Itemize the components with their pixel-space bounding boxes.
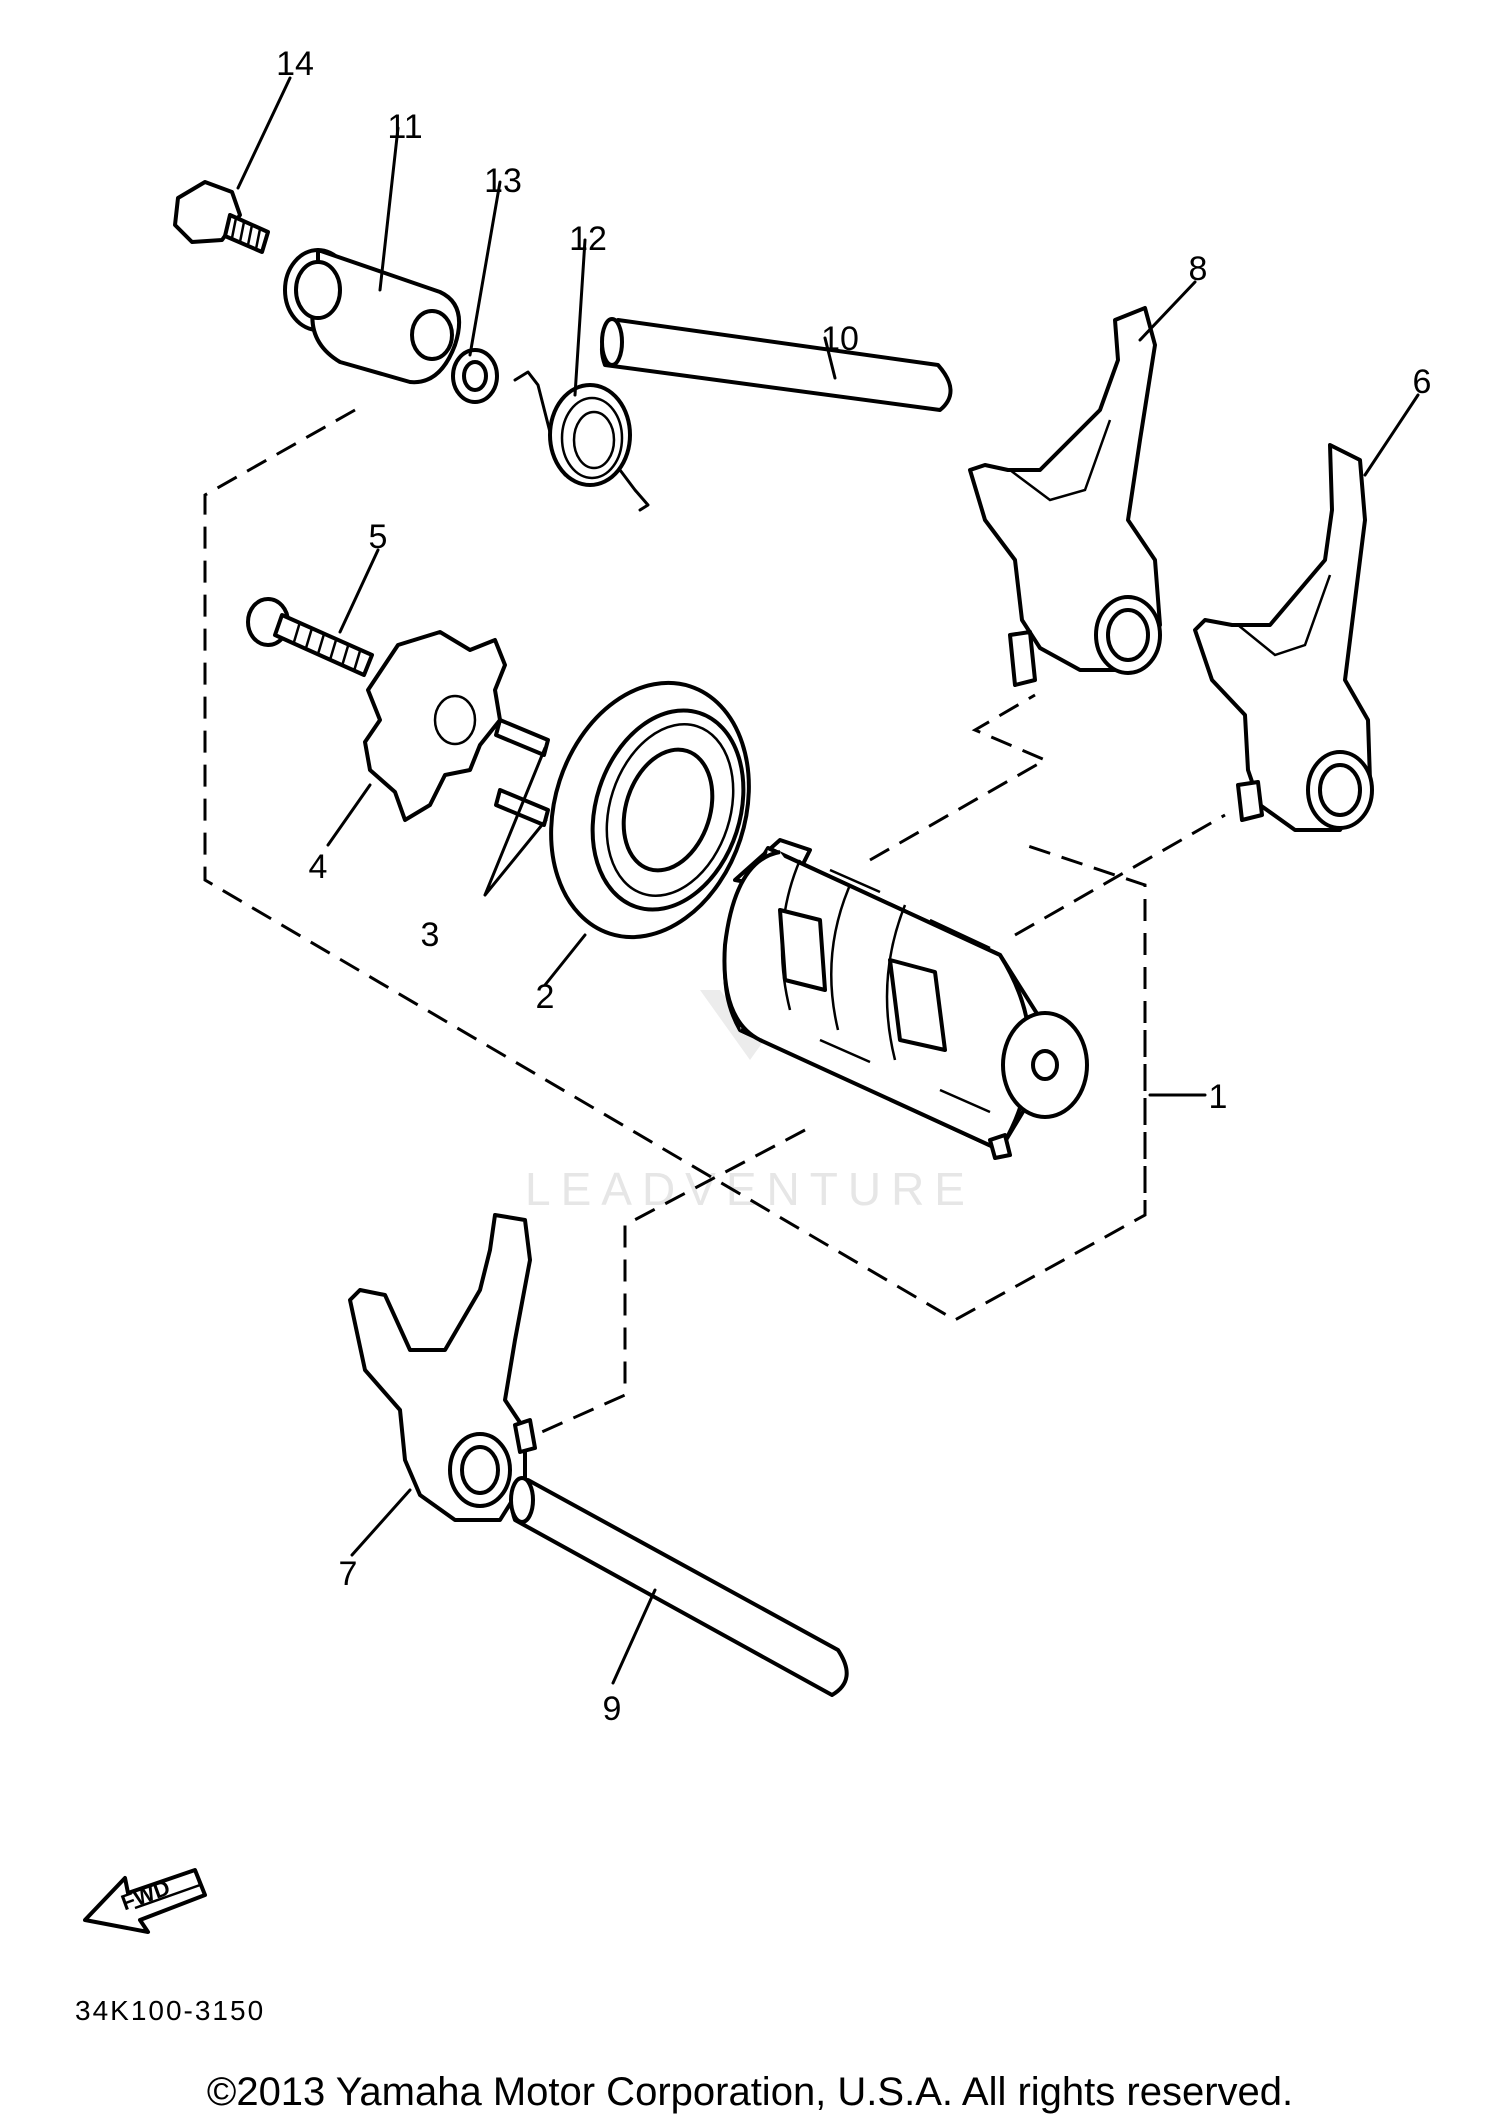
part-3-pins: [494, 718, 550, 827]
copyright-notice: ©2013 Yamaha Motor Corporation, U.S.A. A…: [206, 2070, 1294, 2114]
callout-6: 6: [1413, 363, 1432, 401]
callout-2: 2: [536, 978, 555, 1016]
part-9-shaft: [509, 1476, 849, 1697]
callout-10: 10: [821, 320, 859, 358]
part-6-shift-fork: [1193, 443, 1374, 832]
part-5-screw: [246, 597, 374, 677]
callout-14: 14: [276, 45, 314, 83]
assembly-boundary: [203, 408, 1147, 1322]
watermark-text: LEADVENTURE: [525, 1163, 975, 1215]
callout-4: 4: [309, 848, 328, 886]
part-7-shift-fork: [348, 1213, 537, 1522]
diagram-code: 34K100-3150: [75, 1995, 265, 2026]
callout-11: 11: [387, 108, 422, 146]
callout-12: 12: [569, 220, 607, 258]
leader-lines: [236, 76, 1420, 1685]
callout-13: 13: [484, 162, 522, 200]
part-1-shift-drum: [722, 838, 1089, 1160]
fwd-arrow-icon: FWD: [83, 1868, 207, 1934]
part-4-segment: [363, 630, 507, 822]
guide-line-fork-7: [534, 1128, 806, 1437]
part-2-bearing: [549, 680, 751, 940]
part-11-arm: [283, 248, 462, 385]
part-10-shaft: [600, 317, 953, 412]
part-8-shift-fork: [968, 306, 1162, 687]
part-14-bolt: [173, 180, 270, 254]
callout-8: 8: [1189, 250, 1208, 288]
guide-line-fork-6: [1014, 813, 1226, 937]
guide-line-fork-8: [869, 693, 1049, 862]
callout-5: 5: [369, 518, 388, 556]
part-12-spring: [513, 370, 650, 512]
callout-labels: 14 11 13 12 10 8 6 5 4 3 2 1 7 9: [276, 45, 1431, 1728]
part-13-washer: [451, 348, 499, 404]
callout-9: 9: [603, 1690, 622, 1728]
callout-7: 7: [339, 1555, 358, 1593]
callout-3: 3: [421, 916, 440, 954]
callout-1: 1: [1209, 1078, 1228, 1116]
